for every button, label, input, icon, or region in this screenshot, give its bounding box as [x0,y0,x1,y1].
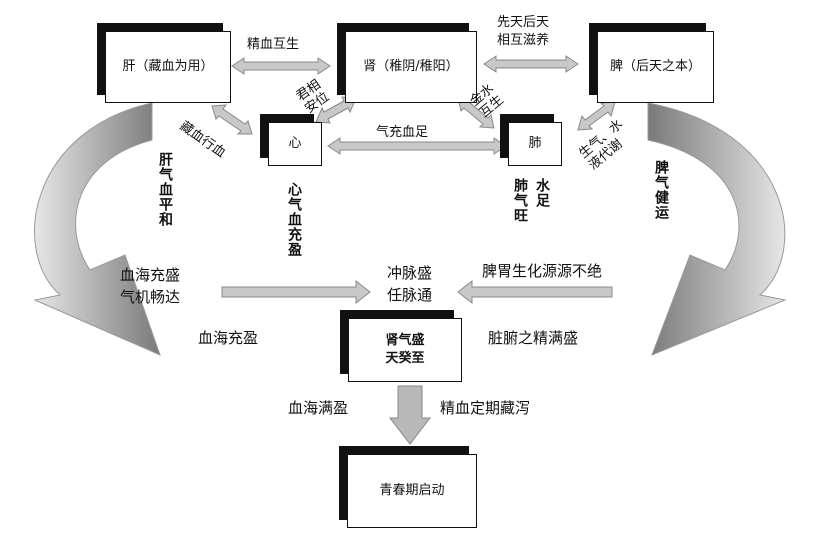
heart-lung-arrow [327,137,507,155]
label-lung-qi: 肺气旺 [512,178,528,223]
edge-heart-lung: 气充血足 [376,125,429,140]
node-spleen: 脾（后天之本） [597,31,714,103]
node-puberty: 青春期启动 [347,454,477,528]
spleenstomach-to-center-arrow [457,279,613,305]
left-curved-arrow [33,102,161,356]
node-heart: 心 [268,122,322,166]
edge-kidney-spleen: 先天后天 相互滋养 [497,15,550,48]
kidney-spleen-arrow [483,55,579,73]
node-kidney-qi-label: 肾气盛 天癸至 [385,333,425,366]
node-lung-label: 肺 [528,136,542,151]
liver-kidney-arrow [231,57,331,75]
node-heart-label: 心 [288,136,302,151]
edge-liver-kidney: 精血互生 [247,37,300,52]
bloodsea-to-center-arrow [221,279,371,305]
label-zangfu: 脏腑之精满盛 [488,329,579,347]
label-heart-qi: 心气血充盈 [286,182,302,257]
node-lung: 肺 [508,122,562,166]
node-kidney-qi: 肾气盛 天癸至 [348,318,462,382]
node-liver-label: 肝（藏血为用） [122,59,214,74]
label-blood-sea: 血海充盛 气机畅达 [120,266,181,306]
right-curved-arrow [647,102,787,356]
label-spleen-stomach: 脾胃生化源源不绝 [482,262,603,280]
label-blood-full: 血海满盈 [288,399,349,417]
label-meridians: 冲脉盛 任脉通 [387,264,433,304]
node-liver: 肝（藏血为用） [105,31,231,103]
label-liver-qi: 肝气血平和 [157,152,173,227]
node-kidney-label: 肾（稚阴/稚阳） [363,59,459,74]
node-spleen-label: 脾（后天之本） [609,59,701,74]
label-blood-sea-full: 血海充盈 [198,329,259,347]
node-kidney: 肾（稚阴/稚阳） [345,31,477,103]
label-spleen-qi: 脾气健运 [653,160,669,220]
node-puberty-label: 青春期启动 [379,483,445,498]
label-jingxue: 精血定期藏泻 [440,399,531,417]
down-arrow [388,385,432,445]
liver-heart-arrow [211,104,253,135]
label-lung-water: 水足 [534,178,550,208]
